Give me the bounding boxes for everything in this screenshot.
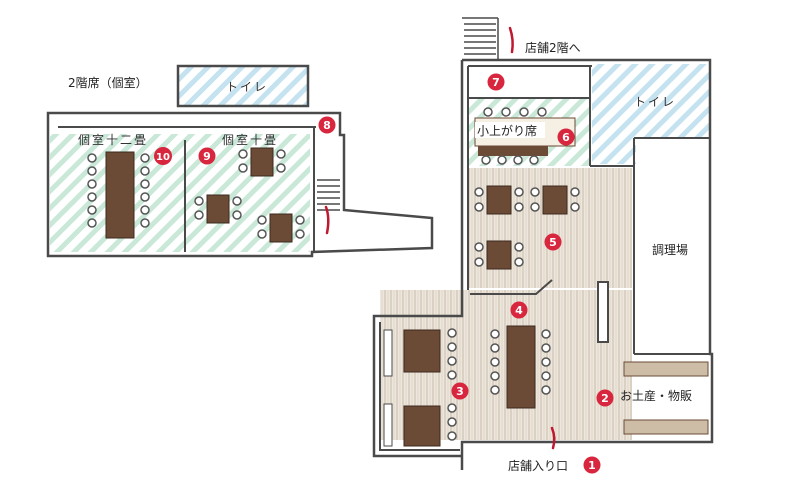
toilet-2f	[176, 64, 310, 108]
room10-table-b	[194, 194, 242, 224]
floor2-title: 2階席（個室）	[68, 75, 148, 90]
main-stairs	[462, 17, 499, 60]
chairs-right-12	[140, 153, 150, 228]
svg-text:3: 3	[456, 385, 464, 398]
room10-table-a	[238, 147, 286, 177]
kitchen	[636, 138, 710, 350]
entrance-arrow	[550, 426, 556, 450]
marker-9: 9	[198, 147, 216, 165]
kitchen-label: 調理場	[652, 243, 688, 257]
chairs-left-12	[87, 153, 97, 228]
table	[105, 151, 135, 239]
floor2-stairs	[317, 179, 340, 211]
store-2f-label: 店舗2階へ	[525, 40, 581, 55]
number-markers: 1 2 3 4 5 6 7 8 9 10	[154, 73, 614, 474]
koagari-label: 小上がり席	[477, 123, 537, 138]
central-long-table	[490, 325, 551, 409]
svg-text:8: 8	[323, 119, 331, 132]
svg-text:1: 1	[588, 459, 596, 472]
svg-text:5: 5	[549, 236, 557, 249]
svg-text:4: 4	[515, 304, 523, 317]
room10-table-c	[257, 213, 305, 243]
marker-7: 7	[487, 73, 505, 91]
svg-text:9: 9	[203, 150, 211, 163]
marker-6: 6	[557, 128, 575, 146]
second-floor: 2階席（個室） トイレ 個室十二畳 個室十畳	[46, 64, 434, 258]
svg-text:7: 7	[492, 76, 500, 89]
dining-table-c	[474, 240, 524, 270]
marker-2: 2	[596, 389, 614, 407]
marker-5: 5	[544, 233, 562, 251]
koagari-label-bg	[475, 122, 545, 138]
marker-1: 1	[583, 456, 601, 474]
floor2-arrow	[324, 205, 330, 235]
divider	[470, 279, 553, 295]
souvenir-label: お土産・物販	[620, 388, 692, 403]
main-floor: 店舗2階へ トイレ 小上がり席 調理場 お土産・物販 店舗入り口	[372, 17, 714, 473]
toilet-1f-label: トイレ	[634, 95, 676, 109]
svg-text:2: 2	[601, 392, 609, 405]
main-floor-outer-walls	[372, 58, 714, 470]
room10-label: 個室十畳	[222, 132, 278, 147]
souvenir-shelves	[623, 361, 709, 435]
dining-table-a	[474, 185, 524, 215]
lower-left-wall	[379, 322, 460, 451]
room12-label: 個室十二畳	[78, 132, 148, 147]
stairs-arrow	[508, 26, 514, 54]
toilet-2f-label: トイレ	[226, 80, 268, 94]
marker-3: 3	[451, 382, 469, 400]
counter-wall	[597, 281, 609, 343]
svg-text:6: 6	[562, 131, 570, 144]
marker-10: 10	[154, 147, 172, 165]
dining-table-b	[530, 185, 580, 215]
marker-4: 4	[510, 301, 528, 319]
left-booths	[383, 328, 457, 447]
marker-8: 8	[318, 116, 336, 134]
floor2-walls	[46, 111, 434, 258]
svg-text:10: 10	[156, 152, 170, 163]
entrance-label: 店舗入り口	[508, 459, 568, 473]
